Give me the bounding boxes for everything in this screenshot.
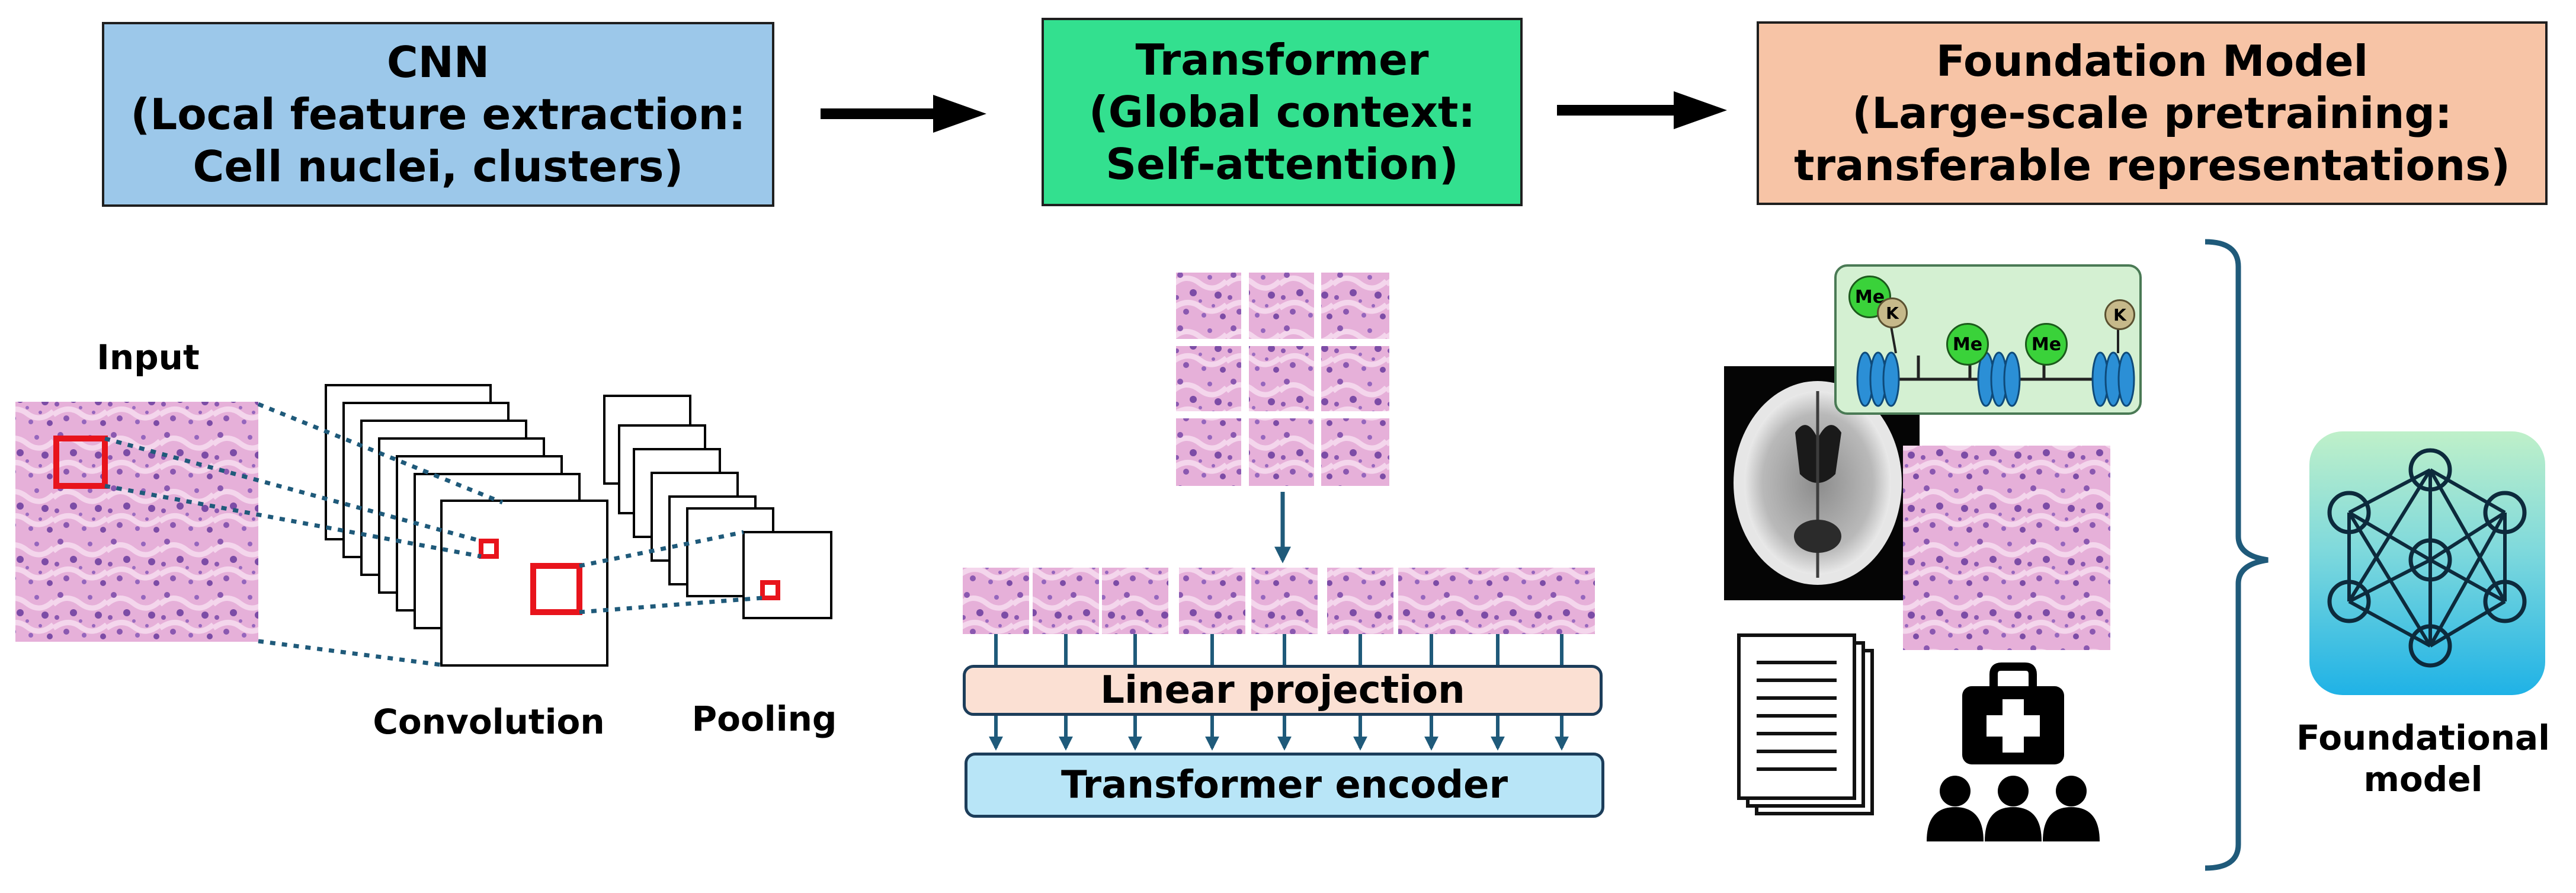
lysine-tag-2: K (2104, 299, 2135, 330)
cnn-input-image (15, 402, 258, 642)
image-patch-grid (1176, 273, 1389, 486)
transformer-encoder-bar: Transformer encoder (965, 753, 1604, 818)
convolution-label: Convolution (373, 702, 605, 742)
foundational-model-label-line1: Foundational (2296, 718, 2551, 758)
documents-icon (1737, 633, 1874, 815)
methyl-tag-3: Me (2025, 323, 2068, 366)
transformer-subtitle-line1: (Global context: (1088, 87, 1476, 137)
input-label: Input (97, 337, 200, 377)
foundation-header-box: Foundation Model (Large-scale pretrainin… (1757, 21, 2548, 205)
foundation-title: Foundation Model (1936, 36, 2369, 86)
convolution-feature-maps (325, 384, 608, 667)
grouping-brace (2205, 239, 2269, 871)
methyl-tag-1: Me (1848, 276, 1891, 318)
neural-network-icon (2309, 431, 2545, 695)
transformer-subtitle-line2: Self-attention) (1106, 139, 1459, 189)
cnn-subtitle-line2: Cell nuclei, clusters) (193, 142, 684, 191)
foundational-model-label: Foundational model (2275, 717, 2571, 800)
cnn-title: CNN (386, 37, 490, 87)
flow-arrow-transformer-to-foundation (1557, 91, 1727, 129)
medical-kit-icon (1962, 662, 2064, 764)
methyl-tag-2: Me (1946, 323, 1989, 366)
flow-arrow-cnn-to-transformer (821, 95, 986, 133)
patch-sequence (963, 568, 1595, 634)
cnn-header-box: CNN (Local feature extraction: Cell nucl… (102, 22, 774, 207)
patch-to-projection-arrows (994, 634, 1563, 665)
foundational-model-label-line2: model (2363, 759, 2483, 799)
patients-icon (1927, 776, 2100, 841)
transformer-header-box: Transformer (Global context: Self-attent… (1042, 18, 1523, 206)
lysine-tag-1: K (1877, 297, 1908, 328)
pooling-label: Pooling (691, 699, 837, 739)
pooling-feature-maps (603, 395, 832, 619)
receptive-field-lines (104, 402, 763, 667)
foundation-subtitle-line2: transferable representations) (1794, 140, 2510, 190)
histology-slide-icon (1903, 446, 2110, 650)
foundation-subtitle-line1: (Large-scale pretraining: (1852, 88, 2452, 138)
linear-projection-bar: Linear projection (963, 665, 1603, 716)
transformer-title: Transformer (1135, 35, 1429, 85)
cnn-subtitle-line1: (Local feature extraction: (130, 89, 746, 139)
projection-to-encoder-arrows (989, 714, 1569, 751)
